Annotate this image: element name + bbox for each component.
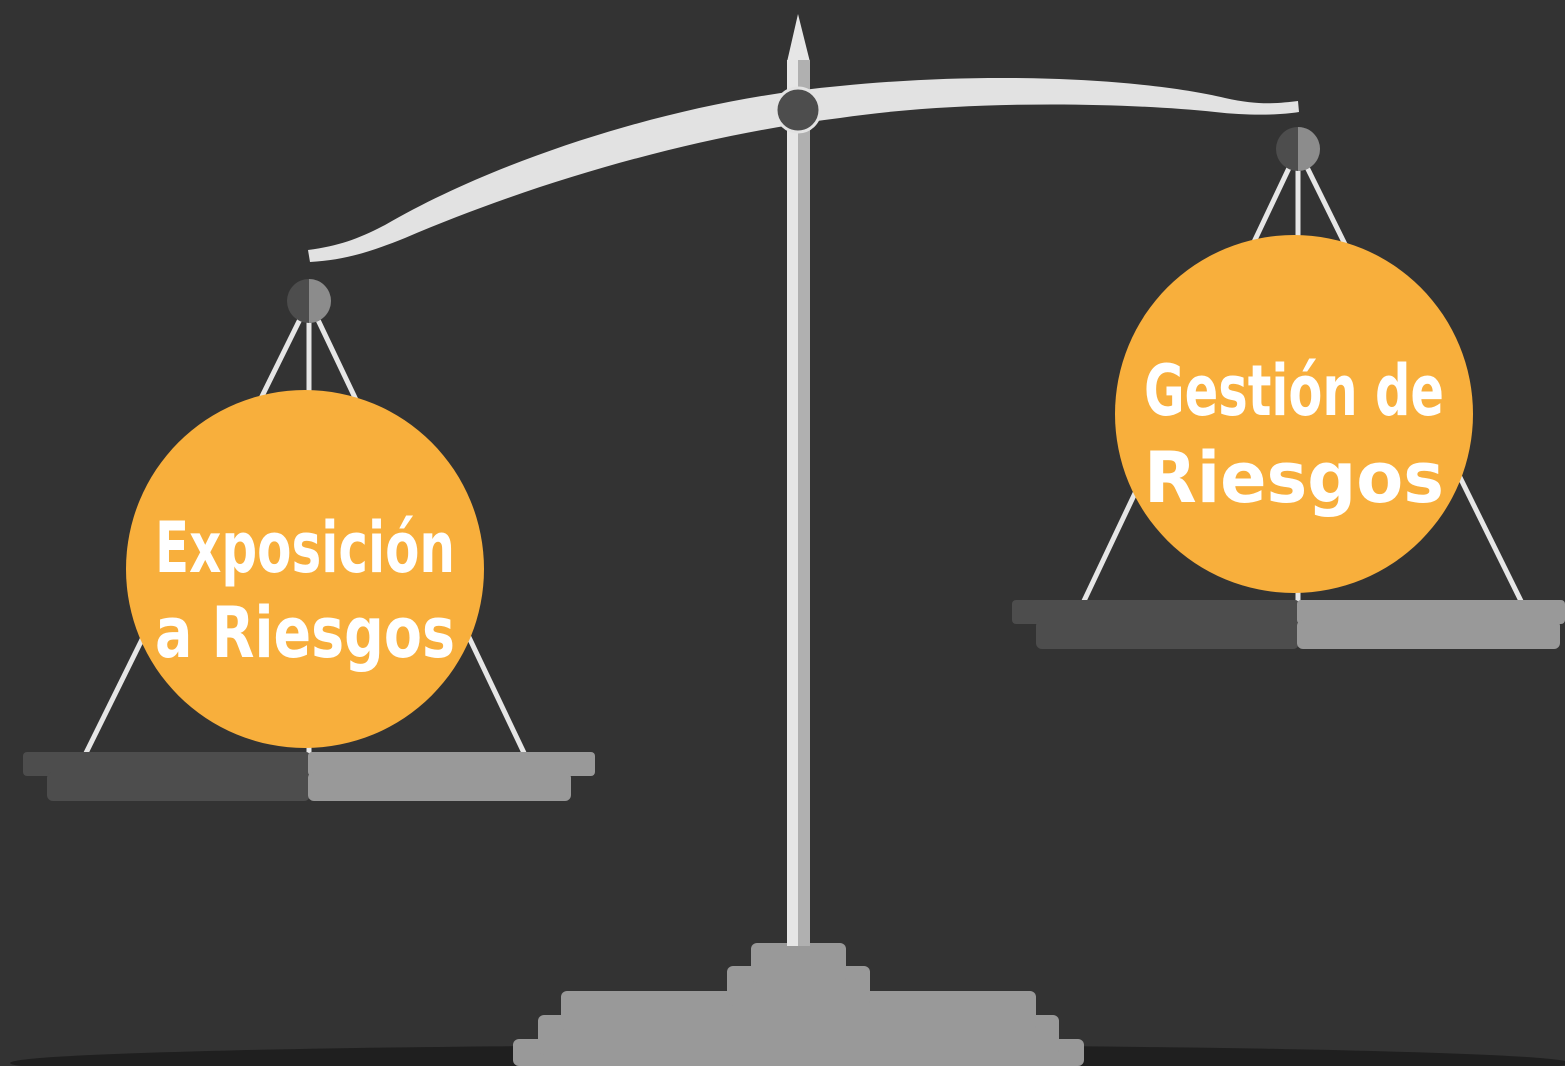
right-weight: Gestión de Riesgos: [1115, 235, 1473, 593]
left-pan-assembly: Exposición a Riesgos: [23, 279, 595, 801]
scale-base: [513, 943, 1084, 1066]
central-pole: [787, 14, 810, 946]
left-pan: [23, 752, 595, 801]
pivot-knob: [774, 86, 822, 134]
right-weight-label-line1: Gestión de: [1144, 350, 1444, 432]
right-weight-label-line2: Riesgos: [1144, 437, 1444, 519]
left-weight-label-line2: a Riesgos: [155, 592, 455, 674]
right-pan: [1012, 600, 1565, 649]
left-weight-label-line1: Exposición: [155, 507, 455, 589]
right-pan-assembly: Gestión de Riesgos: [1012, 127, 1565, 649]
left-weight: Exposición a Riesgos: [126, 390, 484, 748]
